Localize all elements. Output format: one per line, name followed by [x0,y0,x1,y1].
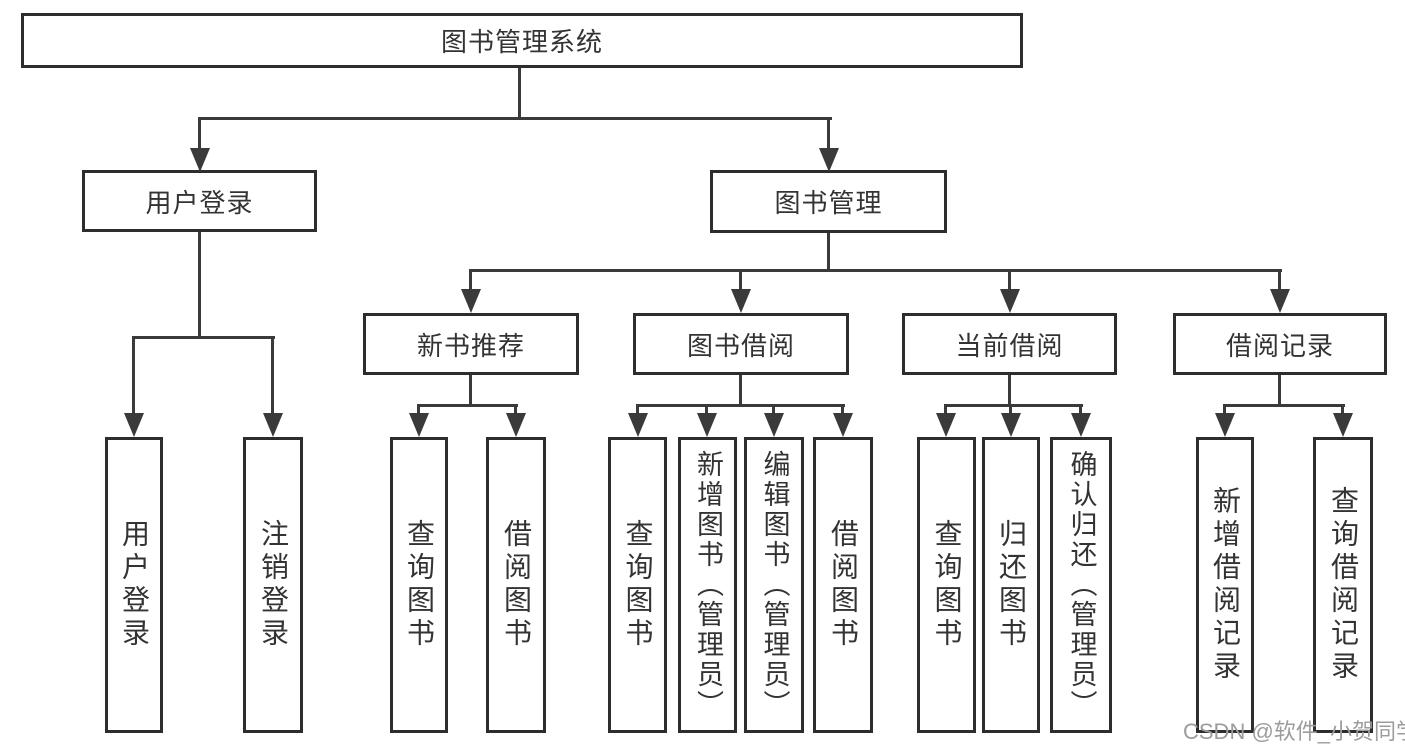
leaf-label: 查询图书 [404,519,435,651]
leaf-user-login: 用户登录 [105,437,163,733]
node-new-book-recommend: 新书推荐 [363,313,579,375]
node-user-login: 用户登录 [82,170,317,232]
connector-line [1009,407,1012,413]
connector-line [514,407,517,413]
leaf-label: 新增图书（管理员） [693,450,723,720]
node-label: 当前借阅 [955,330,1064,361]
node-label: 图书借阅 [686,330,795,361]
connector-line [518,68,521,118]
leaf-label: 借阅图书 [828,519,859,651]
connector-line [944,407,947,413]
leaf-return-books: 归还图书 [982,437,1040,733]
leaf-query-books-borrowing: 查询图书 [608,437,667,733]
connector-line [1008,375,1011,405]
node-current-borrowing: 当前借阅 [902,313,1117,375]
connector-line [1278,375,1281,405]
node-label: 图书管理 [774,188,883,218]
arrowhead-down-icon [819,148,839,172]
connector-line [271,339,274,413]
leaf-label: 确认归还（管理员） [1066,450,1097,720]
arrowhead-down-icon [1071,413,1091,437]
arrowhead-down-icon [263,413,283,437]
leaf-label: 查询借阅记录 [1328,486,1359,684]
arrowhead-down-icon [190,148,210,172]
csdn-watermark: CSDN @软件_小贺同学 [1183,719,1405,744]
arrowhead-down-icon [124,413,144,437]
node-label: 用户登录 [145,187,254,218]
arrowhead-down-icon [1001,413,1021,437]
leaf-borrow-books-borrowing: 借阅图书 [813,437,873,733]
connector-line [827,233,830,270]
arrowhead-down-icon [764,413,784,437]
node-label: 图书管理系统 [440,27,603,57]
connector-line [469,272,472,289]
connector-line [469,375,472,405]
leaf-label: 新增借阅记录 [1210,486,1241,684]
connector-line [1079,407,1082,413]
arrowhead-down-icon [628,413,648,437]
connector-line [739,375,742,405]
arrowhead-down-icon [1333,413,1353,437]
leaf-label: 编辑图书（管理员） [759,450,790,720]
connector-line [1008,272,1011,289]
connector-line [469,269,1282,272]
arrowhead-down-icon [1000,289,1020,313]
connector-line [198,120,201,150]
leaf-confirm-return-admin: 确认归还（管理员） [1050,437,1112,733]
node-book-management: 图书管理 [710,170,947,233]
arrowhead-down-icon [731,289,751,313]
connector-line [417,404,518,407]
leaf-label: 借阅图书 [501,519,532,651]
leaf-query-books-current: 查询图书 [917,437,976,733]
arrowhead-down-icon [697,413,717,437]
node-borrowing-records: 借阅记录 [1173,313,1387,375]
leaf-query-borrow-record: 查询借阅记录 [1313,437,1373,733]
connector-line [198,117,832,120]
arrowhead-down-icon [409,413,429,437]
arrowhead-down-icon [936,413,956,437]
leaf-logout: 注销登录 [243,437,303,733]
connector-line [417,407,420,413]
leaf-query-books-recommend: 查询图书 [390,437,448,733]
leaf-label: 注销登录 [258,519,289,651]
connector-line [739,272,742,289]
node-root-system: 图书管理系统 [21,13,1023,68]
leaf-label: 查询图书 [622,519,654,651]
connector-line [132,336,275,339]
leaf-add-borrow-record: 新增借阅记录 [1196,437,1254,733]
connector-line [132,339,135,413]
leaf-label: 用户登录 [119,519,150,651]
arrowhead-down-icon [1270,289,1290,313]
node-label: 借阅记录 [1225,330,1334,361]
arrowhead-down-icon [833,413,853,437]
connector-line [1223,407,1226,413]
node-book-borrowing: 图书借阅 [633,313,849,375]
leaf-label: 查询图书 [931,519,963,651]
connector-line [198,232,201,337]
leaf-label: 归还图书 [996,519,1027,651]
leaf-borrow-books-recommend: 借阅图书 [486,437,546,733]
connector-line [1341,407,1344,413]
node-label: 新书推荐 [416,330,525,361]
connector-line [636,407,639,413]
connector-line [827,120,830,150]
connector-line [841,407,844,413]
connector-line [944,404,1083,407]
connector-line [1223,404,1345,407]
leaf-edit-book-admin: 编辑图书（管理员） [744,437,804,733]
connector-line [772,407,775,413]
arrowhead-down-icon [461,289,481,313]
leaf-add-book-admin: 新增图书（管理员） [678,437,737,733]
arrowhead-down-icon [1215,413,1235,437]
arrowhead-down-icon [506,413,526,437]
connector-line [705,407,708,413]
connector-line [1278,272,1281,289]
connector-line [636,404,845,407]
